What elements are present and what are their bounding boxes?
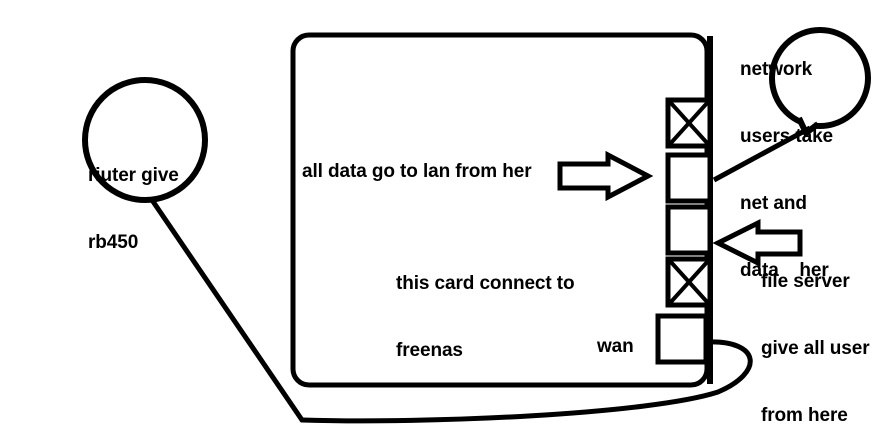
network-callout-bubble[interactable]: [769, 27, 871, 129]
network-callout-label: network users take net and data her: [740, 14, 833, 328]
lan-block-arrow: [557, 150, 654, 202]
network-callout-line2: users take: [740, 126, 834, 148]
card-label-line1: this card connect to: [396, 272, 575, 294]
riuter-callout-circle[interactable]: [82, 77, 208, 203]
port-5-box[interactable]: [655, 313, 709, 365]
network-callout-line4: data her: [740, 260, 829, 282]
file-server-line1: file server: [761, 270, 850, 292]
lan-label: all data go to lan from her: [302, 161, 532, 182]
port-2-box[interactable]: [665, 152, 713, 204]
port-2[interactable]: [665, 152, 713, 204]
port-3-box[interactable]: [665, 204, 713, 256]
riuter-callout-line1: riuter give: [88, 164, 179, 186]
network-callout-line1: network: [740, 58, 813, 80]
network-callout-line3: net and: [740, 193, 807, 215]
port-5[interactable]: [655, 313, 709, 365]
port-1[interactable]: [665, 97, 713, 149]
port-4[interactable]: [665, 256, 713, 308]
card-label: this card connect to freenas: [396, 228, 575, 407]
file-server-block-arrow: [712, 218, 803, 268]
port-1-cross-b: [668, 100, 710, 146]
wan-cable-loop: [299, 339, 753, 424]
file-server-line2: give all user: [761, 338, 870, 360]
port-3[interactable]: [665, 204, 713, 256]
wan-label: wan: [597, 336, 634, 357]
riuter-callout-line2: rb450: [88, 232, 139, 254]
card-label-line2: freenas: [396, 340, 463, 362]
network-callout-pointer-line: [712, 125, 812, 183]
file-server-label: file server give all user from here: [761, 226, 870, 434]
riuter-callout-label: riuter give rb450: [88, 120, 179, 299]
wan-cable-to-router: [149, 197, 305, 423]
file-server-line3: from here: [761, 405, 848, 427]
port-4-cross-b: [668, 259, 710, 305]
